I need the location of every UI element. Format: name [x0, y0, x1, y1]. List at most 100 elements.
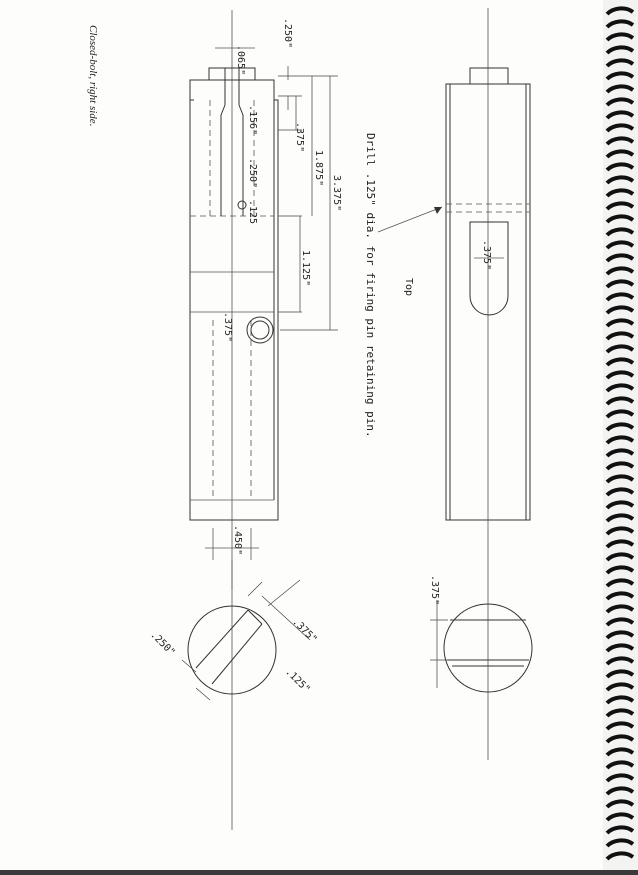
- binding-coil: [605, 851, 635, 861]
- binding-coil: [605, 279, 635, 289]
- binding-coil: [605, 71, 635, 81]
- end-view-circle: [443, 603, 533, 693]
- binding-coil: [605, 487, 635, 497]
- binding-coil: [605, 695, 635, 705]
- binding-coil: [605, 708, 635, 718]
- drawing-sheet: [0, 0, 603, 870]
- end-view-side: .250" .375" .125": [148, 560, 319, 830]
- binding-coil: [605, 110, 635, 120]
- binding-coil: [605, 435, 635, 445]
- dim-375-hole: .375": [222, 312, 233, 342]
- binding-coil: [605, 591, 635, 601]
- binding-coil: [605, 97, 635, 107]
- dim-375-top: .375": [481, 240, 492, 270]
- binding-coil: [605, 45, 635, 55]
- binding-coil: [605, 578, 635, 588]
- dim-250-top: .250": [282, 18, 293, 48]
- dim-125-circle: .125": [283, 666, 312, 695]
- binding-coil: [605, 370, 635, 380]
- technical-drawing: Closed-bolt, right side.: [87, 8, 533, 830]
- binding-coil: [605, 123, 635, 133]
- dim-250-circle: .250": [148, 629, 177, 658]
- binding-coil: [605, 344, 635, 354]
- cocking-hole: [246, 316, 274, 344]
- dim-065: .065": [235, 45, 246, 75]
- binding-coil: [605, 773, 635, 783]
- binding-coil: [605, 136, 635, 146]
- top-body: [445, 83, 531, 521]
- binding-coil: [605, 565, 635, 575]
- binding-coil: [605, 734, 635, 744]
- dim-375-slot: .375": [294, 122, 305, 152]
- binding-coil: [605, 19, 635, 29]
- binding-coil: [605, 84, 635, 94]
- binding-coil: [605, 357, 635, 367]
- binding-coil: [605, 656, 635, 666]
- binding-coil: [605, 461, 635, 471]
- drill-note: Drill .125" dia. for firing pin retainin…: [364, 133, 377, 438]
- dim-156: .156": [247, 105, 258, 135]
- binding-coil: [605, 526, 635, 536]
- binding-coil: [605, 305, 635, 315]
- bolt-body: [189, 79, 279, 521]
- binding-coil: [605, 682, 635, 692]
- binding-coil: [605, 162, 635, 172]
- binding-coil: [605, 643, 635, 653]
- drill-leader: [377, 206, 443, 233]
- binding-coil: [605, 6, 635, 16]
- caption-text: Closed-bolt, right side.: [87, 25, 99, 126]
- binding-coil: [605, 292, 635, 302]
- binding-coil: [605, 227, 635, 237]
- dim-125: .125: [247, 200, 258, 224]
- binding-coil: [605, 318, 635, 328]
- binding-coil: [605, 188, 635, 198]
- binding-coil: [605, 500, 635, 510]
- dim-375-endview: .375": [429, 575, 440, 605]
- binding-coil: [605, 669, 635, 679]
- binding-coil: [605, 552, 635, 562]
- side-view: .065" .250" .156" .375" 1.875" 3.375" .2…: [189, 10, 342, 590]
- dim-3375: 3.375": [331, 175, 342, 211]
- dim-250-mid: .250": [247, 158, 258, 188]
- binding-coil: [605, 474, 635, 484]
- binding-coil: [605, 721, 635, 731]
- top-view: .375": [445, 8, 531, 760]
- binding-coil: [605, 838, 635, 848]
- binding-coil: [605, 175, 635, 185]
- binding-coil: [605, 409, 635, 419]
- binding-coil: [605, 825, 635, 835]
- end-view-top: .375": [429, 575, 533, 693]
- binding-coil: [605, 266, 635, 276]
- binding-coil: [605, 422, 635, 432]
- binding-coil: [605, 513, 635, 523]
- dim-375-circle: .375": [290, 616, 319, 645]
- binding-coil: [605, 32, 635, 42]
- binding-coils: [605, 6, 635, 861]
- binding-coil: [605, 539, 635, 549]
- binding-coil: [605, 253, 635, 263]
- binding-coil: [605, 630, 635, 640]
- binding-coil: [605, 240, 635, 250]
- binding-coil: [605, 617, 635, 627]
- dim-450: .450": [232, 525, 243, 555]
- binding-coil: [605, 799, 635, 809]
- binding-coil: [605, 331, 635, 341]
- pin-hole: [237, 200, 247, 210]
- binding-coil: [605, 604, 635, 614]
- binding-coil: [605, 812, 635, 822]
- view-label-top: Top: [403, 278, 414, 296]
- top-slot: [469, 221, 509, 316]
- dim-1125: 1.125": [300, 250, 311, 286]
- spiral-binding: [603, 0, 638, 870]
- binding-coil: [605, 201, 635, 211]
- binding-coil: [605, 760, 635, 770]
- top-lug: [469, 67, 509, 85]
- binding-coil: [605, 214, 635, 224]
- binding-coil: [605, 786, 635, 796]
- binding-coil: [605, 383, 635, 393]
- binding-coil: [605, 747, 635, 757]
- binding-coil: [605, 58, 635, 68]
- side-end-circle: [187, 605, 277, 695]
- dim-1875: 1.875": [313, 150, 324, 186]
- binding-coil: [605, 396, 635, 406]
